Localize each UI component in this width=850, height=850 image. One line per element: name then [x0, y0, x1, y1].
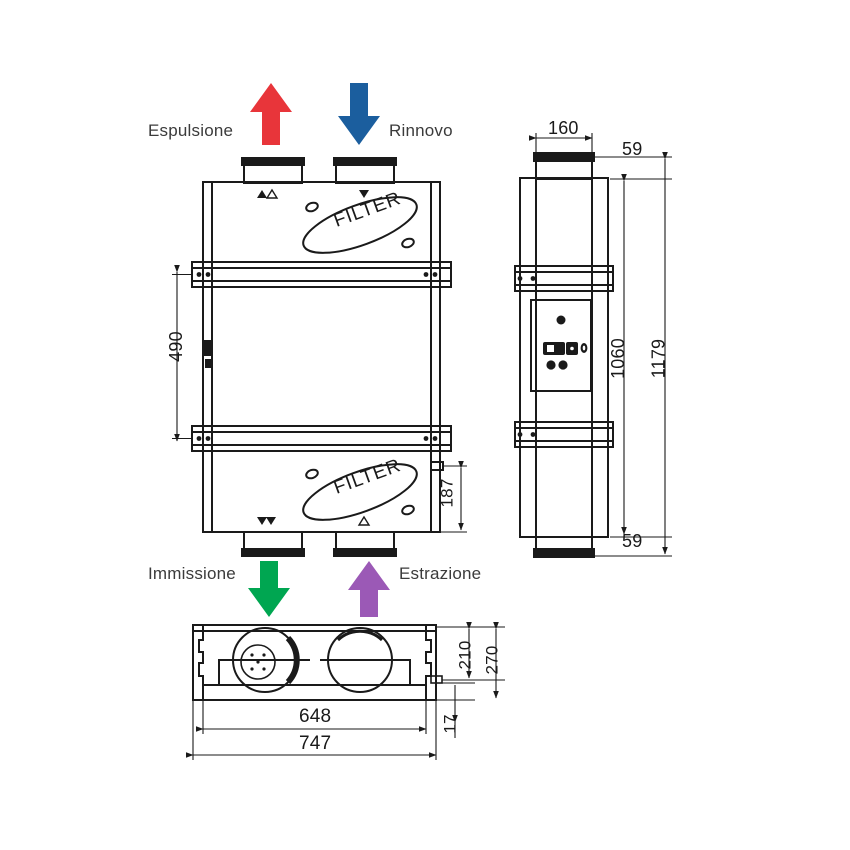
control-panel-switches [543, 342, 588, 370]
label-rinnovo: Rinnovo [389, 121, 453, 140]
side-cabinet-body [519, 177, 609, 538]
airflow-arrow-espulsione [250, 83, 292, 145]
label-immissione: Immissione [148, 564, 236, 583]
front-side-latch [204, 340, 211, 368]
dimension-648 [195, 700, 427, 734]
airflow-arrow-estrazione [348, 561, 390, 617]
side-control-panel [530, 299, 592, 392]
dimension-group-bottom-right [436, 621, 505, 738]
front-top-duct-right [333, 157, 397, 184]
front-rail-fasteners [196, 272, 438, 441]
dimension-187 [440, 460, 467, 533]
bottom-view [192, 624, 443, 701]
dimension-59-top [594, 156, 672, 180]
front-flow-marks [257, 188, 371, 526]
dimension-text-270: 270 [482, 645, 502, 675]
dimension-text-210: 210 [455, 640, 475, 670]
front-filter-tag-top [302, 196, 418, 254]
dimension-text-490: 490 [165, 331, 186, 362]
dimension-747 [185, 700, 437, 760]
airflow-arrow-immissione [248, 561, 290, 617]
front-top-duct-left [241, 157, 305, 184]
dimension-160 [528, 133, 593, 153]
dimension-text-187: 187 [437, 478, 457, 508]
dimension-text-160: 160 [548, 118, 579, 138]
dimension-text-1060: 1060 [607, 338, 628, 379]
airflow-arrow-rinnovo [338, 83, 380, 145]
dimension-59-bottom [594, 536, 672, 557]
label-espulsione: Espulsione [148, 121, 234, 140]
dimension-490 [172, 264, 192, 442]
dimension-text-59-bottom: 59 [622, 531, 643, 551]
front-bottom-duct-right [333, 531, 397, 557]
front-bottom-duct-left [241, 531, 305, 557]
front-filter-tag-bottom [302, 463, 418, 521]
dimension-text-648: 648 [299, 706, 332, 727]
bottom-fan-right [327, 627, 393, 693]
front-upper-rail [191, 261, 452, 288]
dimension-text-747: 747 [299, 733, 332, 754]
dimension-text-1179: 1179 [648, 338, 669, 379]
label-estrazione: Estrazione [399, 564, 482, 583]
side-upper-rail [514, 265, 614, 292]
dimension-text-59-top: 59 [622, 139, 643, 159]
side-view [514, 152, 614, 558]
bottom-cabinet-body [192, 624, 437, 701]
front-lower-rail [191, 425, 452, 452]
side-lower-rail [514, 421, 614, 448]
dimension-text-17: 17 [440, 714, 460, 734]
front-view [191, 157, 452, 557]
front-cabinet-body [202, 181, 441, 533]
front-drain-nipple [430, 461, 444, 471]
